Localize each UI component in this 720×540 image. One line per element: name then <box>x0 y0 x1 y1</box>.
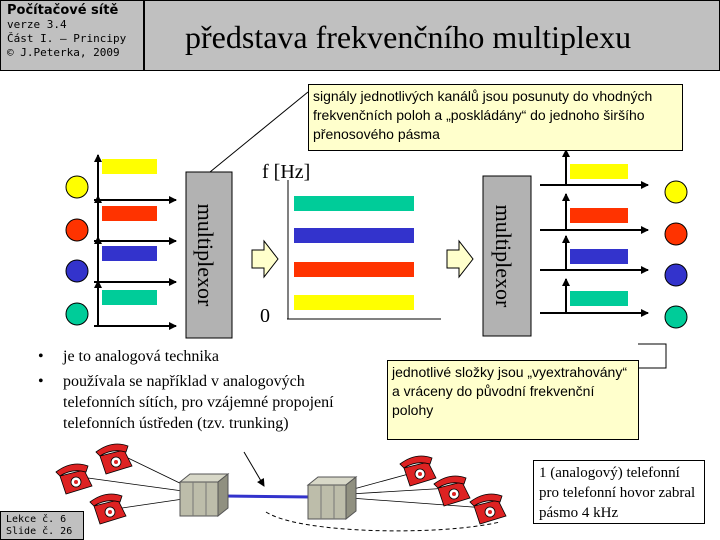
telephone-icon <box>433 475 471 507</box>
input-channel-blue <box>94 236 177 286</box>
input-circle-yellow <box>65 175 89 199</box>
multiplexor-right-label: multiplexor <box>491 205 516 308</box>
lesson-info-box: Lekce č. 6 Slide č. 26 <box>0 511 84 540</box>
callout-demultiplexing: jednotlivé složky jsou „vyextrahovány“ a… <box>387 360 639 440</box>
input-circle-red <box>65 218 89 242</box>
output-channel-teal <box>540 278 649 317</box>
telephone-network <box>87 451 501 532</box>
course-part: Část I. – Principy <box>7 32 127 45</box>
multiplexor-left-label: multiplexor <box>193 204 218 307</box>
copyright: © J.Peterka, 2009 <box>7 46 120 59</box>
output-channel-yellow <box>540 149 649 189</box>
input-channel-red <box>94 195 177 245</box>
bullet-marker: • <box>38 348 44 365</box>
graph-band-blue <box>294 228 414 243</box>
output-circle-teal <box>664 305 688 329</box>
phone-bandwidth-note: 1 (analogový) telefonní pro telefonní ho… <box>533 460 705 524</box>
course-info-box: Počítačové sítě verze 3.4 Část I. – Prin… <box>0 0 144 71</box>
bullet-item: • je to analogová technika <box>38 346 368 367</box>
frequency-graph: f [Hz] 0 <box>260 161 441 327</box>
graph-band-red <box>294 262 414 277</box>
input-channel-teal <box>94 280 177 330</box>
callout-multiplexing: signály jednotlivých kanálů jsou posunut… <box>308 84 683 151</box>
multiplexor-left <box>185 171 233 339</box>
telephone-icon <box>95 443 133 475</box>
bullet-item: • používala se například v analogových t… <box>38 371 368 434</box>
telephone-icon <box>89 493 127 525</box>
output-channel-red <box>540 193 649 234</box>
bullet-text: používala se například v analogových tel… <box>63 373 334 432</box>
graph-zero-label: 0 <box>260 305 270 327</box>
block-arrow-left <box>251 239 279 279</box>
exchange-right <box>306 475 358 521</box>
bullet-list: • je to analogová technika • používala s… <box>38 346 368 438</box>
bullet-marker: • <box>38 373 44 390</box>
slide-number: Slide č. 26 <box>6 526 73 537</box>
output-circle-red <box>664 222 688 246</box>
exchange-left <box>178 472 230 518</box>
multiplexor-right <box>482 175 532 337</box>
graph-band-yellow <box>294 295 414 310</box>
output-channel-blue <box>540 235 649 274</box>
lesson-number: Lekce č. 6 <box>6 514 67 525</box>
course-name: Počítačové sítě <box>7 3 119 18</box>
callout-top-pointer <box>209 91 309 173</box>
title-bar: představa frekvenčního multiplexu <box>144 0 720 71</box>
output-circle-yellow <box>664 180 688 204</box>
telephone-icon <box>399 455 437 487</box>
page-title: představa frekvenčního multiplexu <box>185 19 632 55</box>
trunk-pointer-arrow <box>243 451 265 487</box>
graph-y-label: f [Hz] <box>262 161 310 183</box>
bullet-text: je to analogová technika <box>63 348 219 365</box>
callout-right-pointer <box>637 343 667 369</box>
input-channel-yellow <box>94 154 177 204</box>
telephone-icon <box>55 463 93 495</box>
telephone-icon <box>469 493 507 525</box>
trunk-line <box>223 494 313 499</box>
graph-band-teal <box>294 196 414 211</box>
block-arrow-right <box>446 239 474 279</box>
input-circle-teal <box>65 302 89 326</box>
output-circle-blue <box>664 263 688 287</box>
course-version: verze 3.4 <box>7 18 67 31</box>
call-path-dashed <box>265 511 501 532</box>
input-circle-blue <box>65 259 89 283</box>
